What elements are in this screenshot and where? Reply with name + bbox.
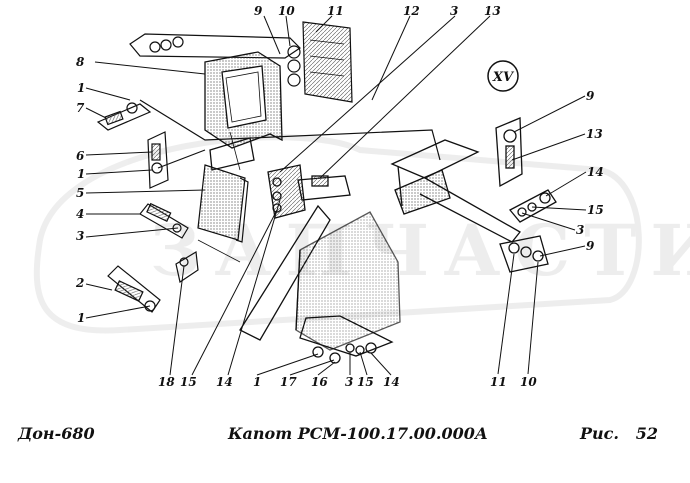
callout-11-top: 11: [327, 4, 344, 18]
callout-15-right: 15: [587, 203, 604, 217]
callout-15-bottom-a: 15: [180, 375, 197, 389]
left-bolt-stack: [96, 102, 249, 313]
callout-1-a: 1: [77, 81, 85, 95]
callout-12: 12: [403, 4, 420, 18]
callout-11-bottom: 11: [490, 375, 507, 389]
callout-13-top: 13: [484, 4, 501, 18]
callout-10-top: 10: [278, 4, 295, 18]
callout-9-right-a: 9: [586, 89, 595, 103]
callout-3-bottom: 3: [345, 375, 353, 389]
callout-3-right: 3: [576, 223, 584, 237]
group-label-text: XV: [492, 70, 515, 85]
right-bracket-assembly: [390, 117, 557, 273]
callout-6: 6: [76, 149, 85, 163]
side-panel: [204, 51, 283, 171]
callout-3-top: 3: [450, 4, 458, 18]
footer-model: Дон-680: [18, 424, 95, 443]
callout-8: 8: [76, 55, 85, 69]
callout-14-right: 14: [587, 165, 604, 179]
callout-7: 7: [76, 101, 85, 115]
callout-14-bottom-b: 14: [383, 375, 400, 389]
footer-assembly-title: Капот РСМ-100.17.00.000А: [228, 424, 488, 443]
callout-16: 16: [311, 375, 328, 389]
leader-lines: [85, 15, 587, 376]
footer-figure-number: Рис. 52: [580, 424, 658, 443]
callout-9-top: 9: [254, 4, 263, 18]
callout-18: 18: [158, 375, 175, 389]
group-label-xv: XV: [487, 60, 519, 92]
callout-numbers: 9 10 11 12 3 13 8 1 7 6 1 5 4 3 2 1 18 1…: [75, 4, 604, 389]
callout-1-c: 1: [77, 311, 85, 325]
callout-14-bottom-a: 14: [216, 375, 233, 389]
callout-2: 2: [75, 276, 84, 290]
callout-5: 5: [76, 186, 84, 200]
callout-15-bottom-b: 15: [357, 375, 374, 389]
long-rod: [139, 99, 441, 169]
top-bracket-assembly: [129, 21, 353, 103]
callout-17: 17: [280, 375, 297, 389]
callout-4: 4: [76, 207, 84, 221]
callout-9-right-b: 9: [586, 239, 595, 253]
callout-13-right: 13: [586, 127, 603, 141]
callout-1-bottom: 1: [253, 375, 261, 389]
exploded-parts-diagram: ЗАПЧАСТИ: [33, 4, 690, 389]
callout-1-b: 1: [77, 167, 85, 181]
callout-10-bottom: 10: [520, 375, 537, 389]
hood-panel: [239, 164, 401, 364]
callout-3-left: 3: [76, 229, 84, 243]
